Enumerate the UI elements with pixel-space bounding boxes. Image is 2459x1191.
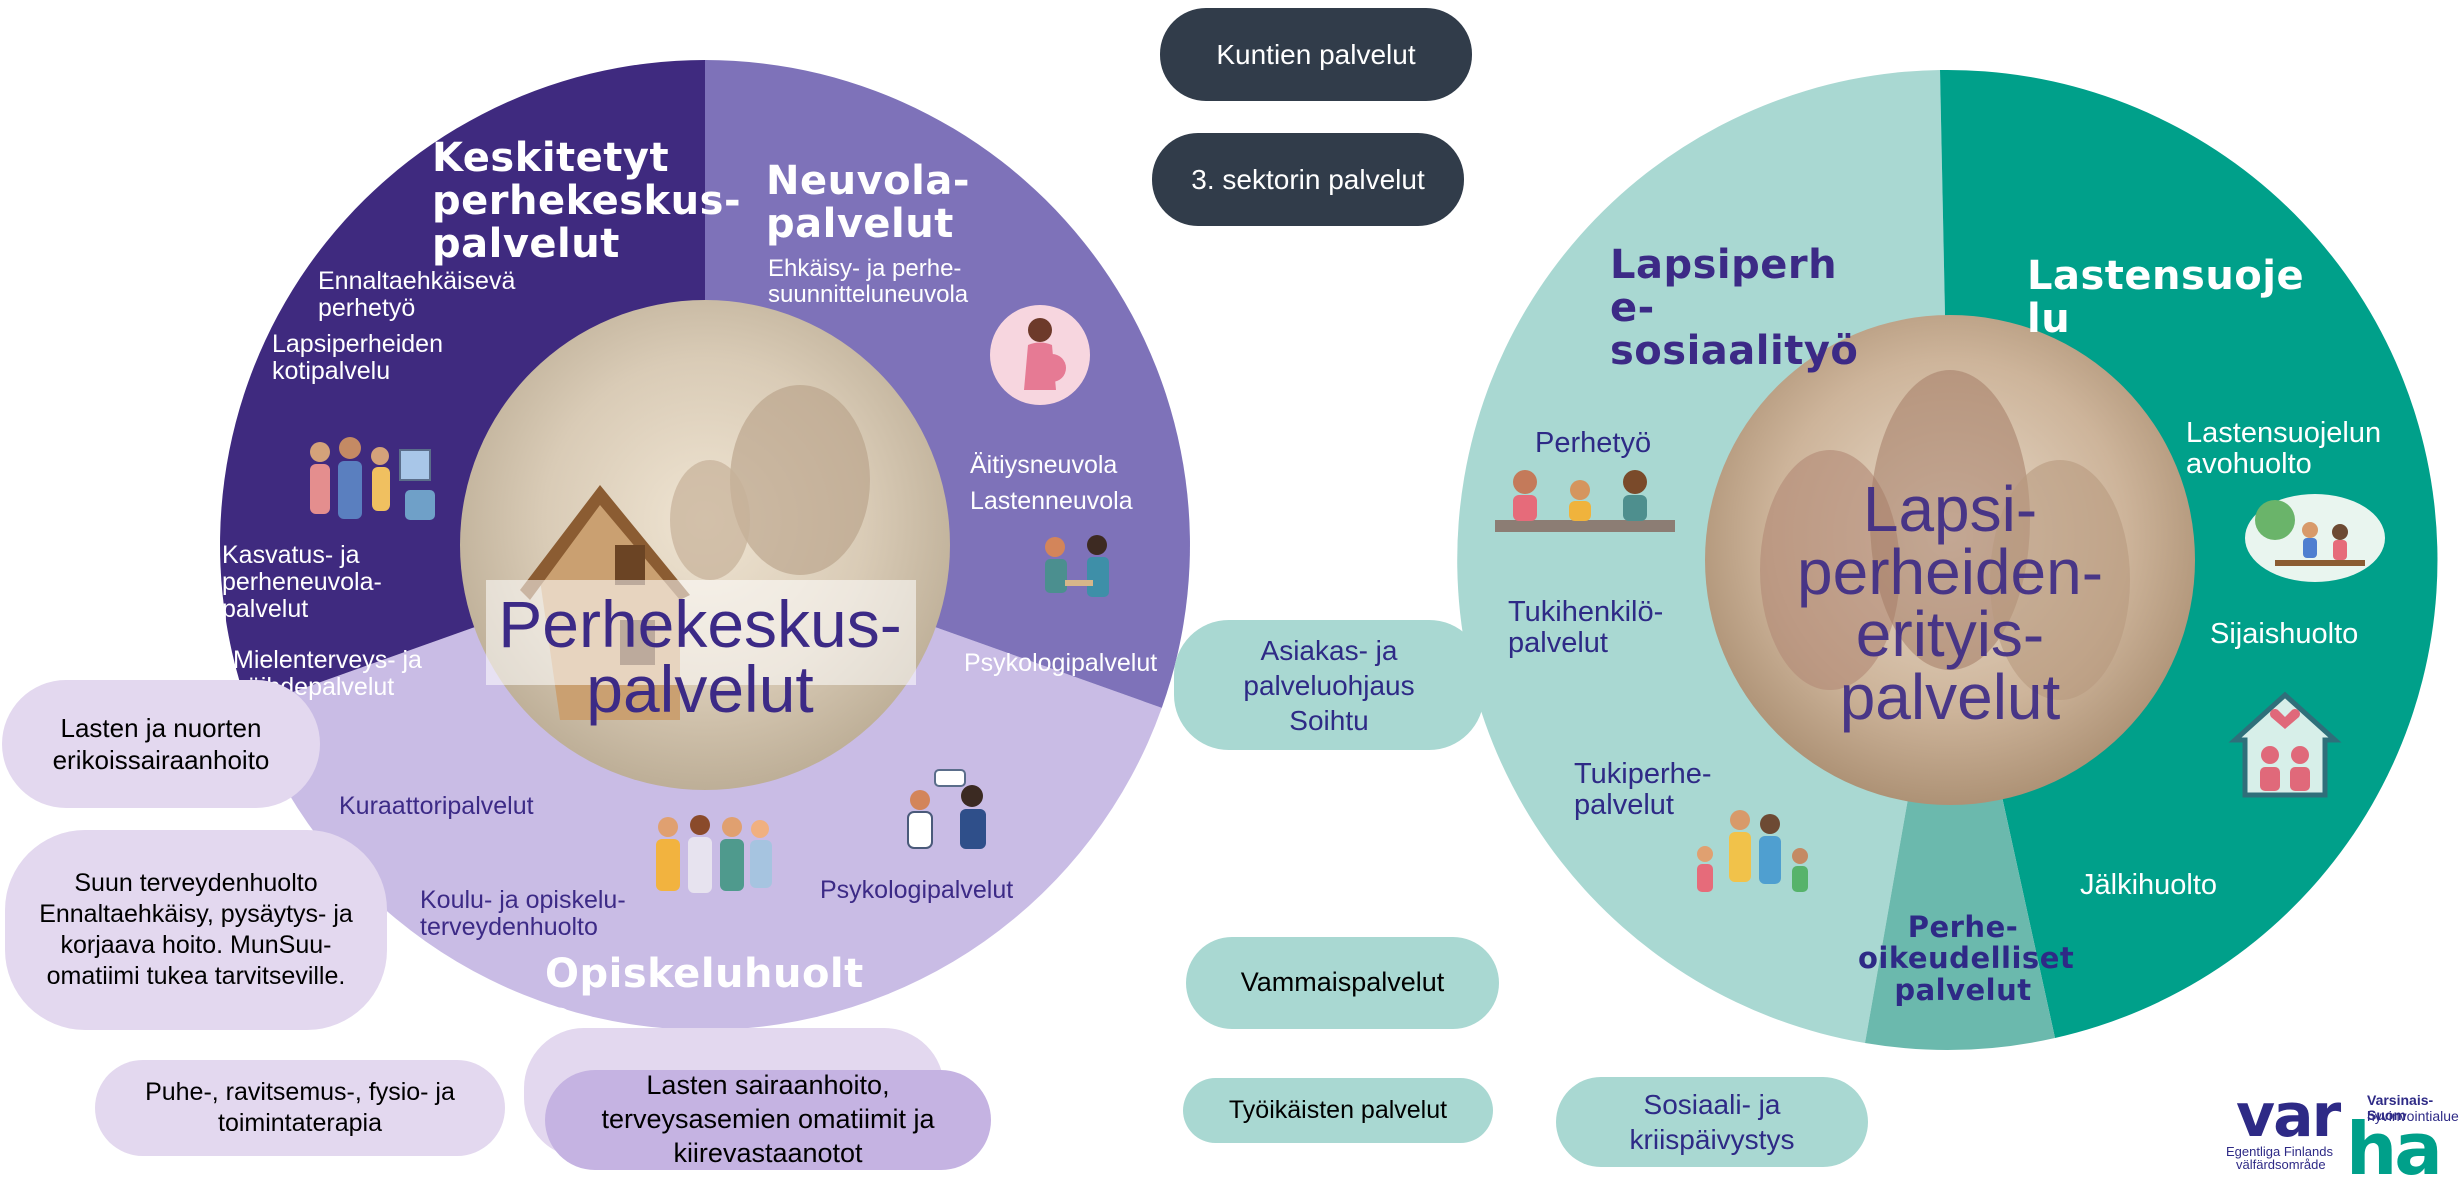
- neuvola-item-2: Äitiysneuvola: [970, 451, 1118, 479]
- lasten-nuorten-erikoissairaanhoito-pill[interactable]: Lasten ja nuorten erikoissairaanhoito: [2, 680, 320, 808]
- varha-logo: var ha Varsinais-Suom hyvinvointialue Eg…: [2226, 1081, 2459, 1191]
- neuvola-item-4: Psykologipalvelut: [964, 649, 1158, 677]
- logo-line-3: Egentliga Finlands: [2226, 1144, 2333, 1159]
- puhe-terapia-pill[interactable]: Puhe-, ravitsemus-, fysio- ja toimintate…: [95, 1060, 505, 1156]
- logo-mark-var: var: [2236, 1081, 2341, 1151]
- family-walking-icon: [1697, 810, 1808, 892]
- pregnant-woman-icon: [990, 305, 1090, 405]
- right-center-title: Lapsi- perheiden- erityis- palvelut: [1797, 473, 2103, 734]
- sosiaalityo-item-2: Tukihenkilö- palvelut: [1508, 596, 1664, 660]
- logo-line-1: Varsinais-Suom: [2367, 1092, 2434, 1124]
- students-icon: [656, 815, 772, 893]
- opiskeluhuolto-title: Opiskeluhuolt o: [545, 951, 864, 1041]
- foster-home-icon: [2228, 691, 2342, 798]
- keskitetyt-item-1: Ennaltaehkäisevä perhetyö: [318, 267, 516, 322]
- opiskelu-item-3: Psykologipalvelut: [820, 876, 1014, 904]
- lastensuojelu-item-3: Jälkihuolto: [2080, 869, 2218, 901]
- segment-perheoikeudelliset: [1865, 560, 2055, 1050]
- family-group-icon: [310, 437, 435, 520]
- keskitetyt-item-4: Mielenterveys- ja päihdepalvelut: [233, 646, 422, 701]
- left-wheel: [220, 60, 1190, 1030]
- logo-line-2: hyvinvointialue: [2367, 1108, 2459, 1124]
- opiskelu-item-2: Koulu- ja opiskelu- terveydenhuolto: [420, 886, 626, 941]
- counseling-icon: [907, 769, 986, 849]
- kuntien-palvelut-pill[interactable]: Kuntien palvelut: [1160, 8, 1472, 101]
- neuvola-item-1: Ehkäisy- ja perhe- suunnitteluneuvola: [768, 255, 969, 308]
- keskitetyt-item-3: Kasvatus- ja perheneuvola- palvelut: [222, 541, 382, 623]
- keskitetyt-title: Keskitetyt perhekeskus- palvelut: [432, 135, 742, 268]
- park-family-icon: [2245, 494, 2385, 582]
- lastensuojelu-item-2: Sijaishuolto: [2210, 618, 2359, 650]
- lastensuojelu-title: Lastensuoje lu: [2027, 253, 2305, 343]
- neuvola-title: Neuvola- palvelut: [766, 158, 970, 248]
- segment-sosiaalityo: [1457, 70, 1950, 1043]
- sosiaalityo-item-1: Perhetyö: [1535, 427, 1652, 459]
- lastensuojelu-item-1: Lastensuojelun avohuolto: [2186, 417, 2382, 481]
- suun-terveydenhuolto-pill[interactable]: Suun terveydenhuolto Ennaltaehkäisy, pys…: [5, 830, 387, 1030]
- sosiaali-kriisipaivystys-pill[interactable]: Sosiaali- ja kriispäivystys: [1556, 1077, 1868, 1167]
- logo-line-4: välfärdsområde: [2236, 1157, 2326, 1172]
- tyoikaisten-palvelut-pill[interactable]: Työikäisten palvelut: [1183, 1078, 1493, 1143]
- keskitetyt-item-2: Lapsiperheiden kotipalvelu: [272, 330, 443, 385]
- sektori-palvelut-pill[interactable]: 3. sektorin palvelut: [1152, 133, 1464, 226]
- neuvola-item-3: Lastenneuvola: [970, 487, 1133, 515]
- sosiaalityo-title: Lapsiperh e- sosiaalityö: [1610, 242, 1859, 375]
- left-center-title: Perhekeskus- palvelut: [498, 587, 902, 726]
- vammaispalvelut-pill[interactable]: Vammaispalvelut: [1186, 937, 1499, 1029]
- consultation-icon: [1045, 535, 1109, 597]
- perheoikeudelliset-title: Perhe- oikeudelliset palvelut: [1858, 910, 2075, 1007]
- asiakas-palveluohjaus-pill[interactable]: Asiakas- ja palveluohjaus Soihtu: [1174, 620, 1484, 750]
- opiskelu-item-1: Kuraattoripalvelut: [339, 792, 534, 820]
- lasten-sairaanhoito-pill[interactable]: Lasten sairaanhoito, terveysasemien omat…: [545, 1070, 991, 1170]
- family-dinner-icon: [1495, 470, 1675, 532]
- sosiaalityo-item-3: Tukiperhe- palvelut: [1574, 758, 1712, 822]
